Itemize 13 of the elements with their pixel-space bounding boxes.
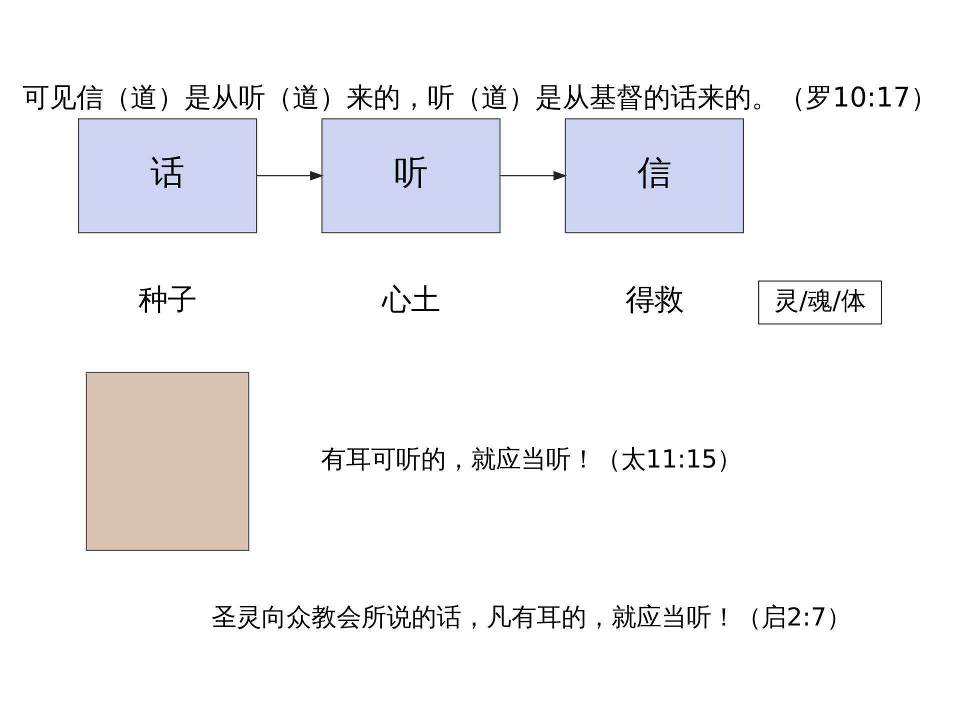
node-box: 话 <box>78 118 258 234</box>
arrow <box>256 171 324 180</box>
node-label: 种子 <box>138 282 197 317</box>
node-box <box>86 372 250 552</box>
node-box: 灵/魂/体 <box>758 280 882 324</box>
label: 有耳可听的，就应当听！（太11:15） <box>320 444 742 474</box>
label: 圣灵向众教会所说的话，凡有耳的，就应当听！（启2:7） <box>212 602 852 632</box>
node-box: 听 <box>321 118 501 234</box>
node-box: 信 <box>564 118 744 234</box>
diagram-title: 可见信（道）是从听（道）来的，听（道）是从基督的话来的。（罗10:17） <box>22 82 938 114</box>
node-label: 得救 <box>625 282 684 317</box>
node-label: 心土 <box>382 282 440 317</box>
arrow <box>500 171 568 180</box>
